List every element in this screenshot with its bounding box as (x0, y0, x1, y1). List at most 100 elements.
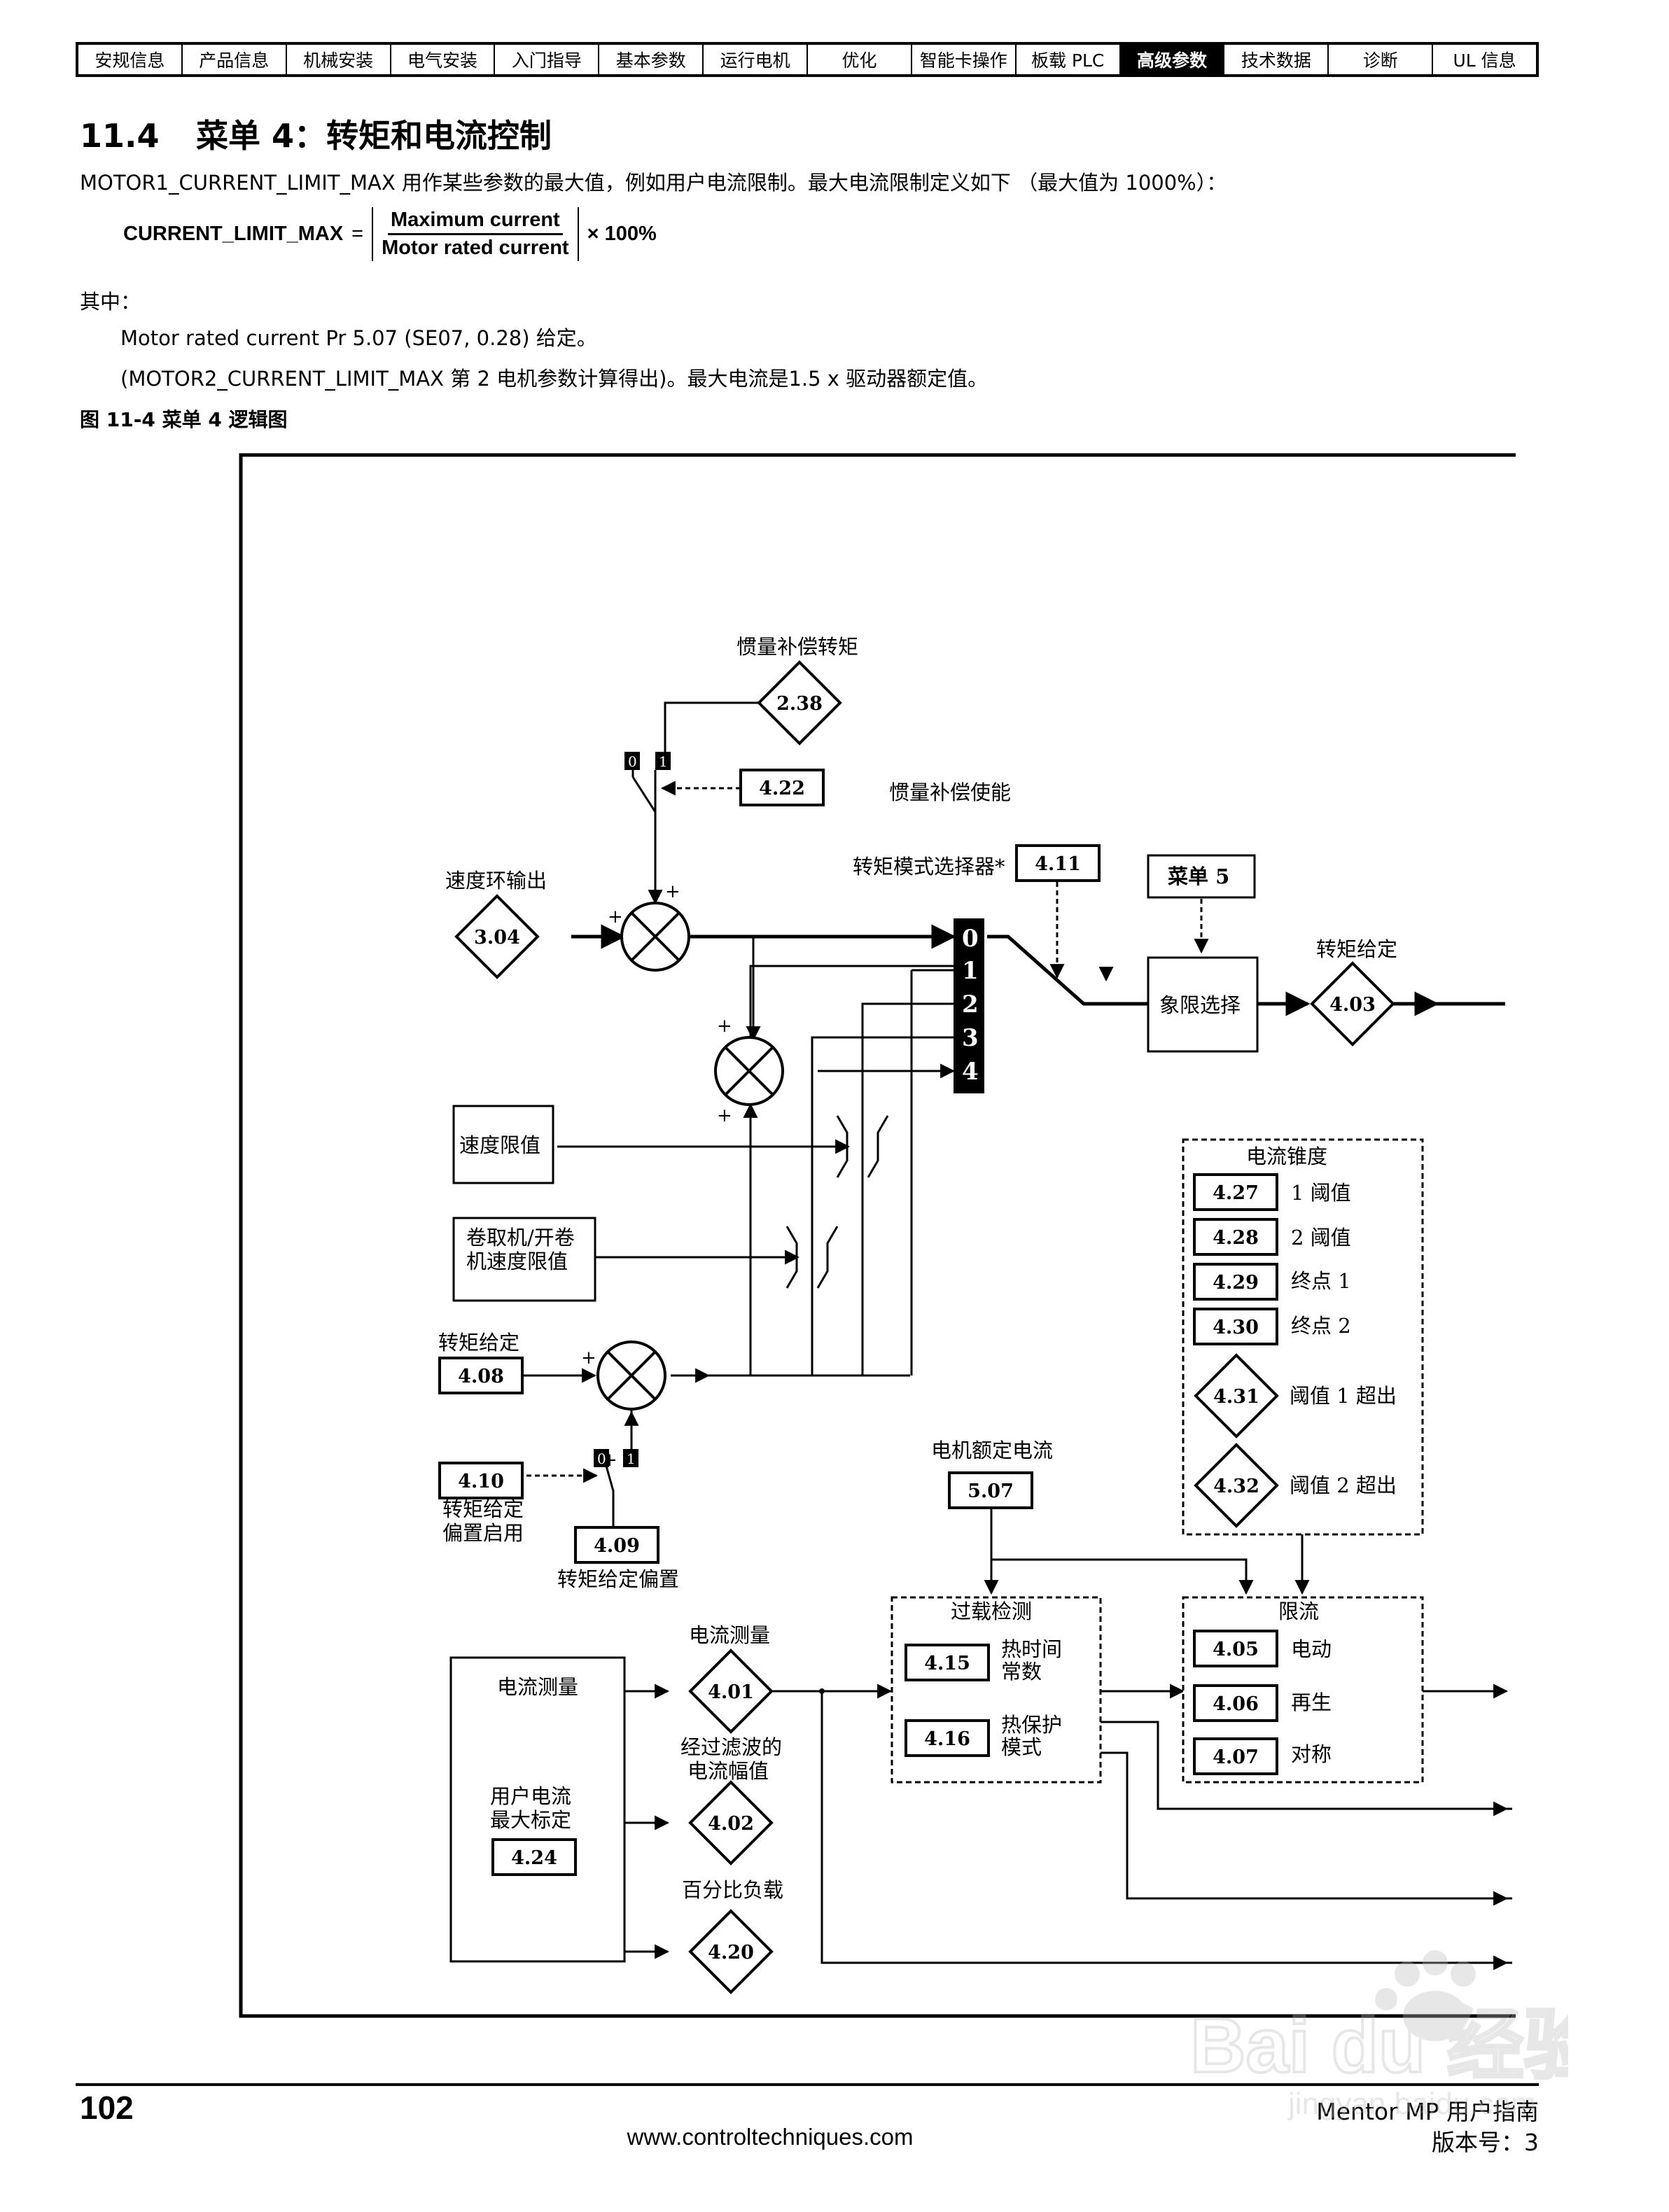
blocks (449, 854, 1424, 1963)
param-4-20: 4.20 (708, 1942, 754, 1963)
param-4-27: 4.27 (1213, 1182, 1259, 1204)
svg-text:经过滤波的: 经过滤波的 (680, 1735, 782, 1759)
junction-dot (819, 1688, 825, 1694)
note-rated-current: Motor rated current Pr 5.07 (SE07, 0.28)… (120, 326, 597, 350)
param-numbers: 2.38 4.22 4.11 3.04 4.03 4.08 4.10 4.09 … (458, 693, 1376, 1963)
svg-text:+: + (608, 906, 623, 927)
footer-version: 版本号：3 (1432, 2129, 1539, 2156)
nav-tab-5[interactable]: 基本参数 (599, 45, 704, 74)
figure-title: 图 11-4 菜单 4 逻辑图 (80, 408, 288, 431)
svg-text:1: 1 (627, 1450, 636, 1467)
svg-text:转矩给定偏置: 转矩给定偏置 (557, 1567, 679, 1591)
summer-speed-loop (620, 902, 690, 972)
svg-text:1 阈值: 1 阈值 (1291, 1181, 1351, 1205)
svg-text:电流测量: 电流测量 (689, 1623, 770, 1647)
svg-text:再生: 再生 (1291, 1690, 1332, 1714)
param-4-29: 4.29 (1213, 1272, 1259, 1294)
menu5-block (1147, 854, 1256, 899)
nav-tab-3[interactable]: 电气安装 (391, 45, 496, 74)
svg-text:阈值 1 超出: 阈值 1 超出 (1290, 1384, 1397, 1408)
footer-rule (76, 2083, 1539, 2086)
nav-tab-12[interactable]: 诊断 (1329, 45, 1434, 74)
switch-inertia: 0 1 (624, 752, 671, 813)
svg-text:3: 3 (962, 1024, 979, 1052)
nav-tab-11[interactable]: 技术数据 (1224, 45, 1329, 74)
switch-offset: 0 1 (594, 1449, 638, 1467)
nav-tab-6[interactable]: 运行电机 (704, 45, 809, 74)
param-3-04: 3.04 (474, 927, 520, 948)
footer-guide-title: Mentor MP 用户指南 (1316, 2098, 1539, 2125)
section-nav: 安规信息产品信息机械安装电气安装入门指导基本参数运行电机优化智能卡操作板载 PL… (76, 42, 1539, 77)
svg-text:最大标定: 最大标定 (490, 1808, 571, 1832)
nav-tab-0[interactable]: 安规信息 (78, 45, 183, 74)
formula-denominator: Motor rated current (382, 236, 569, 259)
svg-text:0: 0 (597, 1450, 606, 1467)
svg-text:阈值 2 超出: 阈值 2 超出 (1290, 1474, 1397, 1497)
diagram-frame (239, 453, 1516, 2018)
quadrant-select-block (1147, 956, 1259, 1053)
svg-text:0: 0 (628, 753, 637, 770)
param-4-32: 4.32 (1213, 1476, 1259, 1497)
param-4-30: 4.30 (1213, 1317, 1259, 1338)
svg-text:电流测量: 电流测量 (497, 1675, 578, 1699)
svg-text:0: 0 (962, 925, 979, 953)
svg-text:转矩给定: 转矩给定 (438, 1331, 519, 1354)
nav-tab-2[interactable]: 机械安装 (287, 45, 391, 74)
param-4-05: 4.05 (1213, 1639, 1259, 1660)
svg-text:电流幅值: 电流幅值 (687, 1759, 769, 1783)
svg-text:4: 4 (962, 1058, 979, 1086)
svg-text:速度环输出: 速度环输出 (445, 869, 547, 892)
svg-text:2 阈值: 2 阈值 (1291, 1226, 1351, 1250)
diamonds (454, 660, 1395, 1994)
param-4-06: 4.06 (1213, 1693, 1259, 1715)
param-4-31: 4.31 (1213, 1386, 1259, 1408)
baidu-watermark-logo: Bai du 经验 jingyan.baidu.com (1189, 1950, 1568, 2121)
svg-text:1: 1 (962, 957, 979, 985)
nav-tab-9[interactable]: 板载 PLC (1017, 45, 1121, 74)
param-4-01: 4.01 (708, 1681, 754, 1703)
formula-numerator: Maximum current (387, 207, 563, 235)
winder-limit-block (452, 1217, 596, 1302)
speed-limit-block (452, 1105, 554, 1184)
param-4-02: 4.02 (708, 1813, 754, 1835)
note-motor2: (MOTOR2_CURRENT_LIMIT_MAX 第 2 电机参数计算得出)。… (120, 367, 989, 391)
footer-url[interactable]: www.controltechniques.com (627, 2124, 914, 2150)
diagram-labels: 惯量补偿转矩 惯量补偿使能 速度环输出 转矩模式选择器* 菜单 5 转矩给定 象… (438, 635, 1397, 1902)
summer-torque-ref (596, 1340, 666, 1410)
param-boxes (438, 769, 1278, 1876)
nav-tab-4[interactable]: 入门指导 (495, 45, 600, 74)
svg-text:热时间: 热时间 (1001, 1637, 1062, 1661)
intro-paragraph: MOTOR1_CURRENT_LIMIT_MAX 用作某些参数的最大值，例如用户… (80, 171, 1227, 195)
svg-text:电流锥度: 电流锥度 (1246, 1144, 1327, 1168)
nav-tab-13[interactable]: UL 信息 (1453, 50, 1516, 71)
svg-text:1: 1 (659, 753, 668, 770)
svg-text:惯量补偿转矩: 惯量补偿转矩 (736, 635, 858, 659)
formula-suffix: × 100% (587, 222, 657, 245)
nav-tab-10[interactable]: 高级参数 (1120, 45, 1225, 74)
svg-text:电动: 电动 (1291, 1637, 1332, 1661)
svg-text:偏置启用: 偏置启用 (442, 1521, 524, 1545)
section-number: 11.4 (80, 117, 160, 155)
svg-text:对称: 对称 (1291, 1742, 1332, 1766)
svg-text:惯量补偿使能: 惯量补偿使能 (889, 780, 1011, 804)
param-4-28: 4.28 (1213, 1227, 1259, 1249)
nav-tab-8[interactable]: 智能卡操作 (912, 45, 1017, 74)
svg-text:+: + (581, 1348, 596, 1368)
param-4-08: 4.08 (458, 1366, 504, 1387)
svg-text:电机额定电流: 电机额定电流 (931, 1438, 1053, 1462)
nav-tab-1[interactable]: 产品信息 (183, 45, 287, 74)
current-meas-block (449, 1656, 626, 1963)
svg-text:过载检测: 过载检测 (951, 1600, 1032, 1623)
param-4-16: 4.16 (924, 1728, 970, 1750)
nav-tab-7[interactable]: 优化 (808, 45, 912, 74)
svg-text:象限选择: 象限选择 (1159, 993, 1241, 1017)
svg-text:常数: 常数 (1001, 1660, 1042, 1684)
svg-text:百分比负载: 百分比负载 (682, 1878, 783, 1902)
svg-text:转矩给定: 转矩给定 (1316, 937, 1397, 961)
svg-text:转矩给定: 转矩给定 (442, 1497, 524, 1521)
param-4-22: 4.22 (759, 778, 805, 799)
param-5-07: 5.07 (968, 1480, 1014, 1502)
formula-lhs: CURRENT_LIMIT_MAX (123, 222, 344, 245)
